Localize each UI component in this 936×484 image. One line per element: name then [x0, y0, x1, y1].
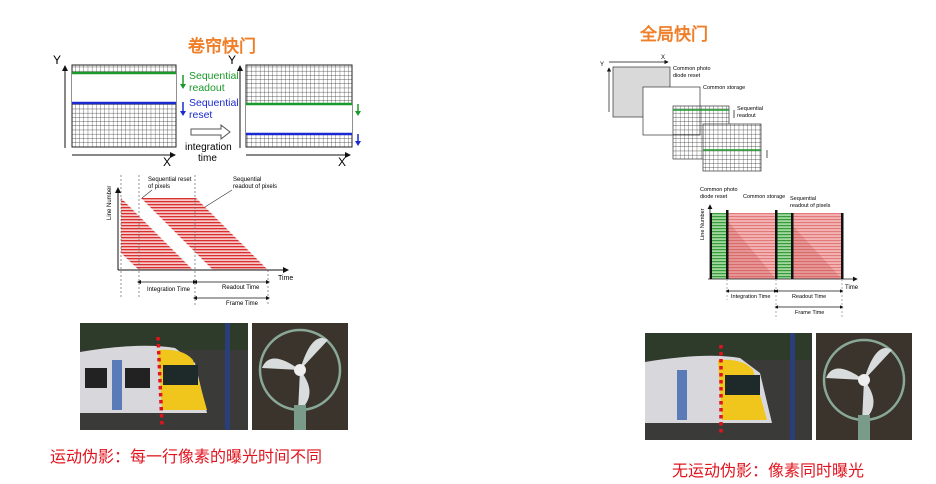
diagram-label: readout of pixels — [233, 184, 277, 190]
arrow-right-icon — [190, 123, 231, 141]
rolling-sensor-frame-2: Y X — [228, 53, 361, 169]
diagram-label: Frame Time — [795, 310, 824, 316]
rolling-sensor-frame-1: Y X — [53, 53, 177, 169]
rolling-timing-diagram: Line Number Time Sequential reset of pix… — [107, 175, 293, 307]
diagram-label: Time — [845, 285, 859, 291]
diagram-label: Common storage — [703, 85, 745, 91]
diagram-label: Integration Time — [147, 287, 191, 293]
diagram-label: Y — [600, 62, 604, 68]
global-shutter-title: 全局快门 — [640, 25, 708, 45]
diagram-label: Integration Time — [731, 294, 770, 300]
global-fan-photo — [816, 333, 912, 440]
diagram-label: Readout Time — [222, 285, 260, 291]
diagram-label: of pixels — [148, 184, 170, 190]
diagram-label: reset — [189, 109, 212, 121]
global-train-photo — [645, 333, 812, 440]
global-sensor-stack: Y X Common photo diode reset Common stor… — [600, 55, 768, 172]
diagram-label: Common photo — [700, 187, 738, 193]
integration-time-label: integration — [185, 142, 232, 153]
diagram-label: Frame Time — [226, 301, 259, 307]
diagram-label: X — [661, 55, 665, 61]
diagram-label: readout — [737, 113, 756, 119]
rolling-shutter-title: 卷帘快门 — [188, 37, 256, 57]
diagram-label: readout of pixels — [790, 203, 831, 209]
y-axis-label: Y — [53, 53, 61, 67]
line-number-label: Line Number — [107, 186, 113, 220]
diagram-label: Readout Time — [792, 294, 826, 300]
diagram-label: X — [338, 155, 346, 169]
rolling-labels: Sequential readout Sequential reset inte… — [180, 70, 239, 164]
rolling-fan-photo — [252, 323, 348, 430]
diagram-label: readout — [189, 82, 225, 94]
readout-label: Sequential — [189, 70, 239, 82]
diagram-label: Sequential — [790, 196, 816, 202]
diagram-label: Sequential — [737, 106, 763, 112]
diagram-label: diode reset — [700, 194, 728, 200]
diagram-label: Line Number — [700, 208, 706, 240]
diagram-label: Common storage — [743, 194, 785, 200]
diagram-label: Sequential — [233, 177, 261, 183]
global-timing-diagram: Line Number Time Common photo diode rese… — [700, 187, 859, 318]
global-caption: 无运动伪影：像素同时曝光 — [672, 461, 865, 480]
rolling-train-photo — [80, 323, 248, 430]
diagram-label: diode reset — [673, 73, 701, 79]
diagram-label: time — [198, 153, 217, 164]
diagram-label: Y — [228, 53, 236, 67]
diagram-label: Sequential reset — [148, 177, 192, 183]
reset-label: Sequential — [189, 97, 239, 109]
rolling-caption: 运动伪影：每一行像素的曝光时间不同 — [50, 447, 323, 466]
diagram-label: Time — [278, 275, 293, 282]
diagram-label: Common photo — [673, 66, 711, 72]
x-axis-label: X — [163, 155, 171, 169]
